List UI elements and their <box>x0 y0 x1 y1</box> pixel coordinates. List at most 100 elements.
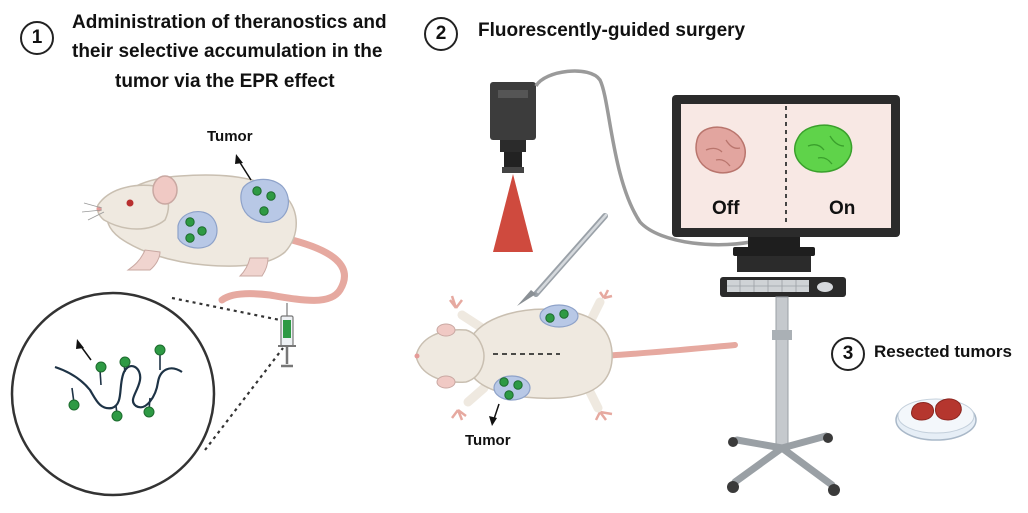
fluorescence-camera <box>490 82 536 252</box>
scalpel-blade <box>517 290 536 306</box>
resected-tumor <box>935 398 962 421</box>
cart-wheel <box>728 437 738 447</box>
cart-wheel <box>828 484 840 496</box>
mouse-paw-hind-left <box>598 289 613 300</box>
mouse-paw-hind-right <box>594 410 613 421</box>
monitor-off-label: Off <box>712 198 740 219</box>
monitor-neck <box>748 237 800 247</box>
camera-detail <box>498 90 528 98</box>
mouse-top-head <box>415 329 485 383</box>
step-1-title-line1: Administration of theranostics and <box>72 12 387 33</box>
tumor-image-off-texture <box>705 139 741 167</box>
hpma-label-line1: HPMA <box>92 428 140 445</box>
step-1-title-line2: their selective accumulation in the <box>72 41 383 62</box>
syringe <box>278 303 296 368</box>
dye-molecule <box>143 406 155 418</box>
step-1-title-line3: tumor via the EPR effect <box>115 71 335 92</box>
camera-lens <box>504 152 522 167</box>
tumor-top-arrow-line <box>238 160 252 181</box>
petri-dish-base <box>895 399 977 441</box>
dye-molecule <box>95 361 107 373</box>
monitor-stand-plate <box>737 256 811 272</box>
mouse-side-view <box>81 154 348 304</box>
keyboard-tray <box>720 277 846 297</box>
mouse-tail <box>218 236 348 304</box>
fluorescent-dye-label: Fluorescent dye <box>53 315 176 332</box>
step-1-circle: 1 <box>20 21 54 55</box>
hpma-label-line2: polymer carrier <box>60 448 177 465</box>
dye-arrowhead <box>76 339 84 349</box>
keyboard-keys <box>727 280 809 292</box>
surgical-cart <box>720 277 846 496</box>
mouse-paw-front-left <box>449 295 463 309</box>
mouse-limbs <box>457 297 605 413</box>
tumor-bottom-arrowhead <box>489 416 497 426</box>
zoom-line-bottom <box>204 347 284 451</box>
monitor-bezel <box>672 95 900 237</box>
mouse-top-body <box>469 308 613 400</box>
monitor <box>672 95 900 272</box>
cart-legs <box>731 432 836 489</box>
step-3-circle: 3 <box>831 337 865 371</box>
mouse-tail-top <box>597 342 738 359</box>
cart-pole <box>775 296 789 448</box>
cart-wheel <box>727 481 739 493</box>
mouse-ear <box>152 175 178 205</box>
petri-dish-inner <box>897 398 975 434</box>
dye-molecule <box>68 399 80 411</box>
tumor-label-top: Tumor <box>207 128 253 145</box>
mouse-device <box>817 282 833 292</box>
camera-body <box>490 82 536 140</box>
tumor-bottom-right <box>493 375 531 401</box>
mouse-top-ear-right <box>436 375 456 389</box>
syringe-fluid <box>283 320 291 338</box>
step-1-number: 1 <box>31 27 43 48</box>
mouse-top-nose <box>414 353 420 359</box>
cart-pole-joint <box>772 330 792 340</box>
mouse-head <box>96 184 170 230</box>
camera-lens-tip <box>502 167 524 173</box>
mouse-eye <box>126 199 134 207</box>
mouse-whiskers <box>81 202 105 221</box>
mouse-nose <box>96 206 102 212</box>
dye-molecule <box>111 410 123 422</box>
tumor-image-on <box>793 124 853 173</box>
tumor-flank <box>177 211 218 249</box>
camera-lens-ring <box>500 140 526 152</box>
polymer-backbone <box>54 365 183 410</box>
zoom-line-top <box>171 296 281 322</box>
mouse-body <box>106 174 297 267</box>
tumor-back <box>240 178 289 223</box>
monitor-base <box>733 247 815 256</box>
mouse-top-ear-left <box>436 323 456 337</box>
scalpel-handle-highlight <box>536 213 608 294</box>
hpma-polymer <box>54 339 183 422</box>
cart-wheel <box>823 433 833 443</box>
resected-tumor <box>911 402 935 421</box>
tumor-label-bottom: Tumor <box>465 432 511 449</box>
scalpel <box>517 213 608 306</box>
dye-arrow-line <box>79 344 92 361</box>
step-2-number: 2 <box>435 23 447 44</box>
tumor-top-left <box>539 304 579 328</box>
keyboard <box>727 280 809 292</box>
mouse-paw-front-right <box>451 409 467 421</box>
dye-molecule <box>154 344 166 356</box>
syringe-barrel <box>280 315 294 347</box>
excitation-light-beam <box>493 174 533 252</box>
mouse-top-view <box>414 289 738 426</box>
mouse-front-foot <box>126 249 161 271</box>
dye-linkers <box>71 352 161 415</box>
tumor-bottom-arrow-line <box>493 403 500 420</box>
tumor-top-arrowhead <box>235 154 243 164</box>
step-2-title: Fluorescently-guided surgery <box>478 20 746 41</box>
mouse-hind-foot <box>238 257 269 277</box>
step-3-title: Resected tumors <box>874 342 1012 361</box>
tumor-image-off <box>695 126 746 174</box>
step-2-circle: 2 <box>424 17 458 51</box>
tumor-image-on-texture <box>807 135 845 165</box>
petri-dish <box>895 398 977 441</box>
step-3-number: 3 <box>842 343 854 364</box>
scalpel-handle <box>533 213 608 297</box>
